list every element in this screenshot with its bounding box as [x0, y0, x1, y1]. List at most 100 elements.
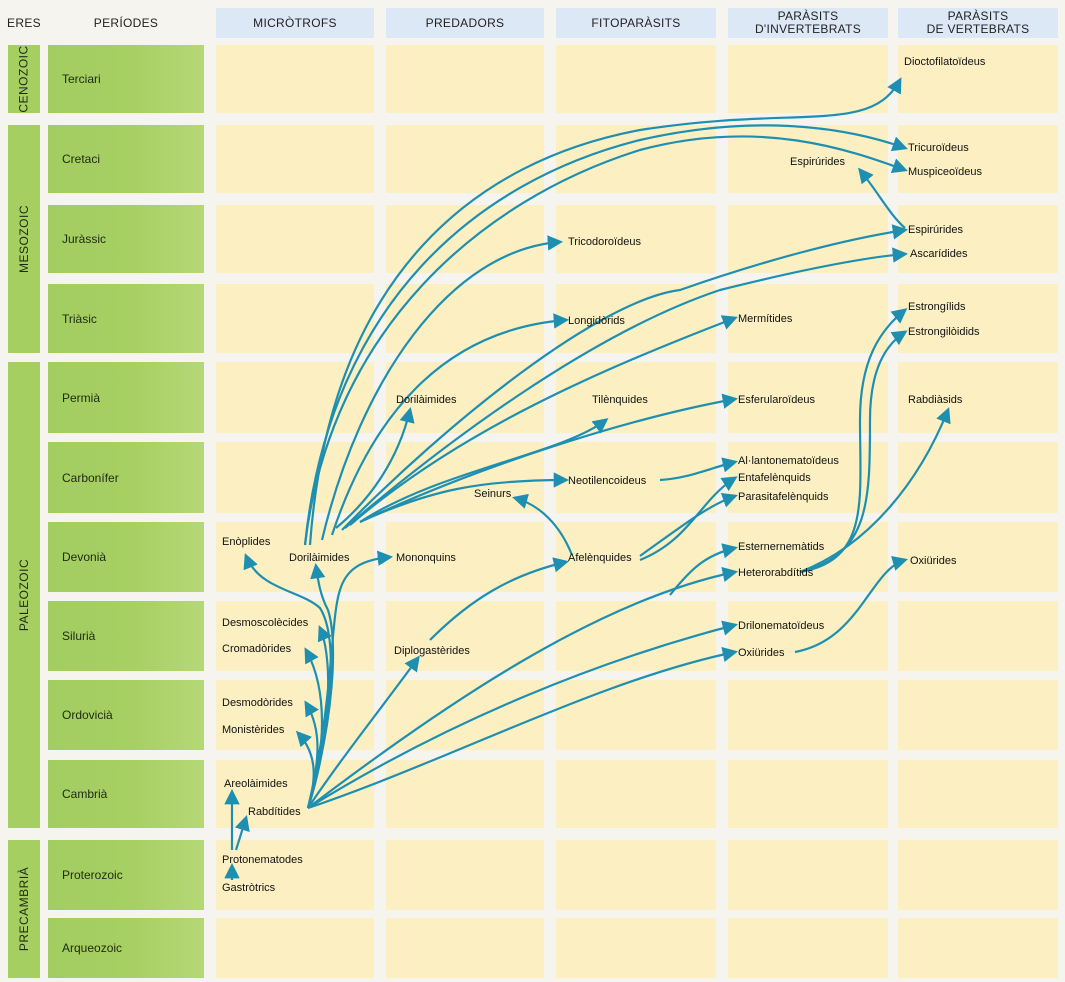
- label-rabditides: Rabdítides: [248, 806, 301, 818]
- arrow-rabd-heterorabditids: [307, 566, 739, 809]
- grid-cell: [556, 284, 716, 353]
- label-espirurides-vert: Espirúrides: [908, 224, 964, 236]
- grid-cell: [386, 840, 544, 910]
- label-seinurs: Seinurs: [474, 488, 512, 500]
- grid-cell: [386, 522, 544, 592]
- period-terciari: Terciari: [48, 45, 204, 113]
- grid-cell: [728, 918, 888, 978]
- label-gastrotrics: Gastròtrics: [222, 882, 276, 894]
- label-monisterides: Monistèrides: [222, 724, 285, 736]
- grid-cell: [556, 680, 716, 750]
- label-enoplides: Enòplides: [222, 536, 271, 548]
- arrow-rabd-mononquins: [306, 550, 394, 809]
- arrow-afel-seinurs: [512, 493, 574, 556]
- arrow-dor-muspiceoideus: [303, 135, 908, 546]
- grid-cell: [216, 45, 374, 113]
- arrow-dor-espirurides-vert: [341, 224, 909, 531]
- period-proterozoic: Proterozoic: [48, 840, 204, 910]
- grid-cell: [898, 362, 1058, 433]
- label-entafelenquids: Entafelènquids: [738, 472, 811, 484]
- header-parasits-vertebrats-line1: PARÀSITS: [947, 9, 1009, 23]
- header-fitoparasits: FITOPARÀSITS: [556, 8, 716, 38]
- arrow-dor-esferularoideus: [359, 393, 739, 523]
- label-tricodoroideus: Tricodoroïdeus: [568, 236, 641, 248]
- arrow-dor-tilenquides: [359, 418, 609, 523]
- header-microtrofs: MICRÒTROFS: [216, 8, 374, 38]
- label-muspiceoideus: Muspiceoïdeus: [908, 166, 982, 178]
- grid-cell: [216, 918, 374, 978]
- grid-cell: [556, 760, 716, 828]
- grid-cell: [386, 680, 544, 750]
- grid-cell: [898, 45, 1058, 113]
- grid-cell: [216, 284, 374, 353]
- label-desmoscolecides: Desmoscolècides: [222, 617, 309, 629]
- label-areolaimides: Areolàimides: [224, 778, 288, 790]
- arrow-oxi-oxi: [794, 556, 908, 654]
- label-parasitafelenquids: Parasitafelènquids: [738, 491, 829, 503]
- grid-cell: [898, 840, 1058, 910]
- label-dioctofilatoideus: Dioctofilatoïdeus: [904, 56, 986, 68]
- label-rabdiasids: Rabdiàsids: [908, 394, 963, 406]
- taxon-labels: Gastròtrics Protonematodes Rabdítides Ar…: [222, 56, 986, 894]
- period-arqueozoic: Arqueozoic: [48, 918, 204, 978]
- period-jurassic: Juràssic: [48, 205, 204, 273]
- grid-cell: [386, 45, 544, 113]
- header-microtrofs-label: MICRÒTROFS: [253, 15, 337, 30]
- period-cambria: Cambrià: [48, 760, 204, 828]
- period-cretaci: Cretaci: [48, 125, 204, 193]
- label-neotilencoideus: Neotilencoideus: [568, 475, 647, 487]
- grid-cell: [216, 125, 374, 193]
- period-ordovicia: Ordovicià: [48, 680, 204, 750]
- arrow-dor-dorilaimides-pred: [335, 407, 415, 529]
- grid-cell: [898, 601, 1058, 671]
- label-ascarides: Ascarídides: [910, 248, 968, 260]
- grid-cell: [556, 522, 716, 592]
- header-parasits-invertebrats-line1: PARÀSITS: [777, 9, 839, 23]
- arrow-rabd-diplogasterides: [307, 655, 420, 809]
- label-esferularoideus: Esferularoïdeus: [738, 394, 816, 406]
- period-devonia: Devonià: [48, 522, 204, 592]
- header-predadors-label: PREDADORS: [425, 15, 505, 30]
- grid-cell: [386, 918, 544, 978]
- era-cenozoic: CENOZOIC: [8, 45, 40, 113]
- header-eras: ERES: [7, 15, 41, 30]
- period-permia: Permià: [48, 362, 204, 433]
- label-tilenquides: Tilènquides: [592, 394, 648, 406]
- grid-cell: [728, 680, 888, 750]
- arrow-neotil-alantonematoideus: [659, 457, 738, 482]
- grid-cell: [216, 601, 374, 671]
- arrow-het-estrongilids: [799, 308, 908, 574]
- period-siluria: Silurià: [48, 601, 204, 671]
- grid-cell: [556, 601, 716, 671]
- grid-cell: [898, 680, 1058, 750]
- period-triasic: Triàsic: [48, 284, 204, 353]
- arrow-rabd-esternernematids: [669, 543, 738, 596]
- grid-cell: [898, 125, 1058, 193]
- header-parasits-vertebrats-line2: DE VERTEBRATS: [926, 22, 1030, 36]
- era-mesozoic: MESOZOIC: [8, 125, 40, 353]
- era-precambria: PRECAMBRIÀ: [8, 840, 40, 978]
- arrow-esp-inv: [858, 167, 906, 229]
- grid-cell: [898, 205, 1058, 273]
- arrow-dor-neotilencoideus: [359, 472, 570, 524]
- header-predadors: PREDADORS: [386, 8, 544, 38]
- grid-cell: [898, 284, 1058, 353]
- arrow-dor-mermitides: [349, 315, 738, 526]
- arrow-dor-tricuroideus: [303, 124, 908, 546]
- arrow-het-rabdiasids: [799, 407, 951, 574]
- grid-cell: [216, 680, 374, 750]
- grid-cell: [556, 45, 716, 113]
- grid-cell: [386, 125, 544, 193]
- label-oxiurides-inv: Oxiürides: [738, 647, 785, 659]
- grid-cell: [556, 918, 716, 978]
- period-carbonifer: Carbonífer: [48, 442, 204, 513]
- label-dorilaimides-pred: Dorilàimides: [396, 394, 457, 406]
- label-desmodorides: Desmodòrides: [222, 697, 293, 709]
- label-afelenquides: Afelènquides: [568, 552, 632, 564]
- label-oxiurides-vert: Oxiürides: [910, 555, 957, 567]
- grid-cell: [556, 442, 716, 513]
- header-periods: PERÍODES: [93, 15, 159, 30]
- arrow-group: [224, 77, 951, 880]
- label-estrongiloidids: Estrongilòidids: [908, 326, 980, 338]
- arrow-dor-ascarides: [344, 247, 909, 529]
